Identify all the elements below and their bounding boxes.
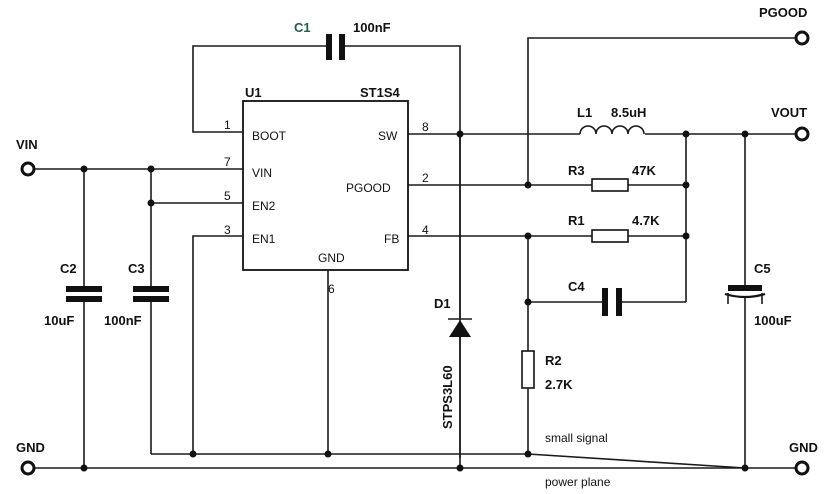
pin-name-pgood: PGOOD [346,181,391,195]
terminals [20,30,810,476]
pin-num-vin: 7 [224,155,231,169]
pin-name-gnd: GND [318,251,345,265]
r2-value: 2.7K [545,377,573,392]
capacitor-c1: C1 100nF [294,20,391,60]
pin-num-boot: 1 [224,118,231,132]
r1-ref: R1 [568,213,585,228]
c1-value: 100nF [353,20,391,35]
c5-ref: C5 [754,261,771,276]
terminal-gnd-right [794,460,810,476]
inductor-l1: L1 8.5uH [577,105,646,135]
pin-num-gnd: 6 [328,282,335,296]
note-power-plane: power plane [545,475,611,489]
net-label-gnd-right: GND [789,440,818,455]
pin-name-sw: SW [378,129,398,143]
resistor-r2: R2 2.7K [521,350,573,392]
r3-value: 47K [632,163,656,178]
pin-name-en1: EN1 [252,232,276,246]
net-label-vin: VIN [16,137,38,152]
pin-num-en1: 3 [224,223,231,237]
pin-num-fb: 4 [422,223,429,237]
pin-num-en2: 5 [224,189,231,203]
d1-value: STPS3L60 [440,365,455,429]
l1-ref: L1 [577,105,592,120]
ic-ref: U1 [245,85,262,100]
d1-ref: D1 [434,296,451,311]
l1-value: 8.5uH [611,105,646,120]
pin-name-boot: BOOT [252,129,287,143]
diode-d1: D1 STPS3L60 [434,296,472,429]
pin-num-sw: 8 [422,120,429,134]
terminal-pgood [794,30,810,46]
resistor-r3: R3 47K [568,163,656,192]
c3-value: 100nF [104,313,142,328]
pin-name-fb: FB [384,232,399,246]
c1-ref: C1 [294,20,311,35]
resistor-r1: R1 4.7K [568,213,660,243]
net-label-pgood: PGOOD [759,5,807,20]
capacitor-c2: C2 10uF [44,261,102,328]
r3-ref: R3 [568,163,585,178]
terminal-vout [794,126,810,142]
note-small-signal: small signal [545,431,608,445]
c2-ref: C2 [60,261,77,276]
c5-value: 100uF [754,313,792,328]
terminal-vin [20,161,36,177]
c4-ref: C4 [568,279,585,294]
c3-ref: C3 [128,261,145,276]
pin-name-vin: VIN [252,166,272,180]
capacitor-c4: C4 [568,279,622,316]
ic-part: ST1S4 [360,85,401,100]
pin-num-pgood: 2 [422,171,429,185]
net-label-gnd-left: GND [16,440,45,455]
wires [30,37,800,469]
ic-u1: U1 ST1S4 1 BOOT 7 VIN 5 EN2 3 EN1 8 SW 2… [224,85,429,296]
capacitor-c5: C5 100uF [724,261,792,328]
capacitor-c3: C3 100nF [104,261,169,328]
c2-value: 10uF [44,313,74,328]
r1-value: 4.7K [632,213,660,228]
terminal-gnd-left [20,460,36,476]
net-label-vout: VOUT [771,105,807,120]
junction-dots [80,130,749,472]
r2-ref: R2 [545,353,562,368]
pin-name-en2: EN2 [252,199,276,213]
